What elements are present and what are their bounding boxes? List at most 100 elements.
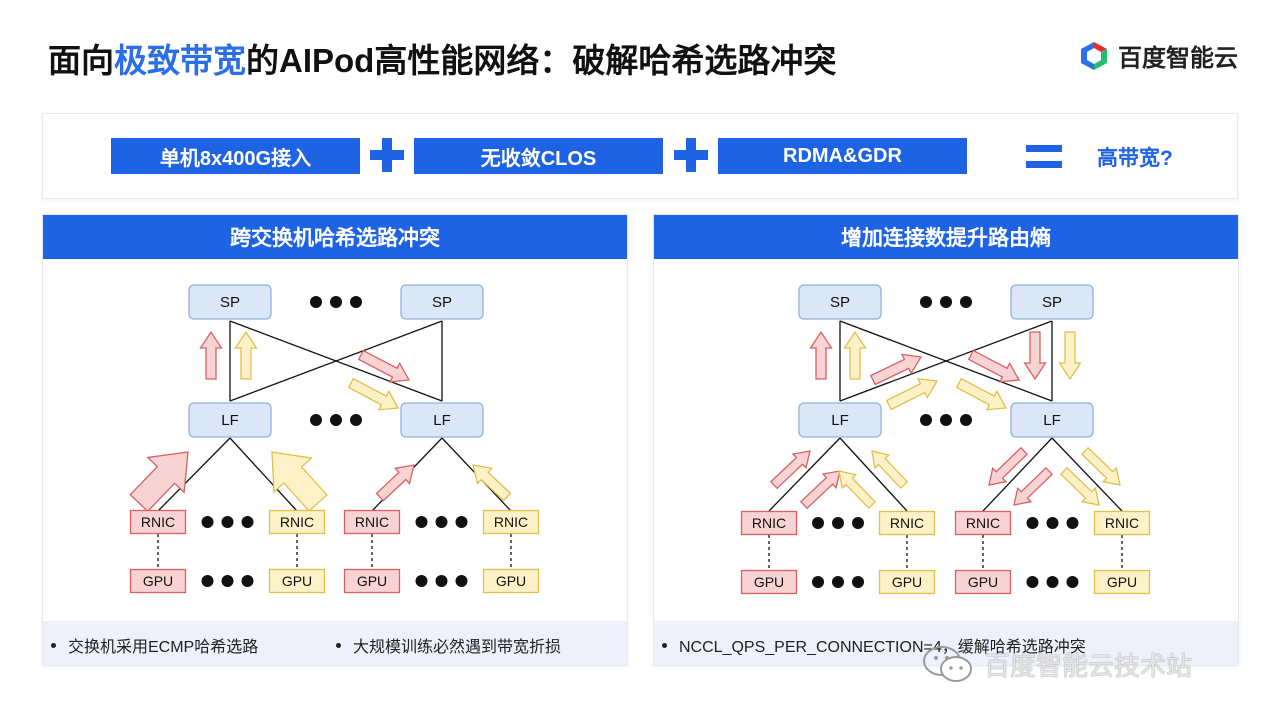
yellow-flow-arrow: [885, 378, 939, 411]
ellipsis-dots: [812, 576, 864, 588]
leaf-switch: LF: [1010, 402, 1094, 438]
nodes: SP SP LF LF RNIC RNIC RNIC RNIC GPU GPU GPU GPU: [129, 284, 540, 594]
gpu-red: GPU: [129, 568, 187, 594]
yellow-flow-arrow: [234, 330, 258, 380]
ellipsis-dots: [415, 516, 468, 528]
ellipsis-dots: [201, 575, 254, 587]
gpu-yellow: GPU: [1093, 569, 1151, 595]
spine-switch-label: SP: [220, 294, 240, 311]
red-flow-arrow: [199, 330, 223, 380]
rnic-yellow-label: RNIC: [494, 514, 528, 530]
rnic-yellow: RNIC: [1093, 510, 1151, 536]
yellow-flow-arrow: [838, 470, 877, 510]
ellipsis-dots: [920, 414, 972, 426]
gpu-yellow-label: GPU: [496, 573, 526, 589]
bandwidth-formula: 单机8x400G接入 无收敛CLOS RDMA&GDR 高带宽?: [42, 113, 1238, 199]
bullet-text: NCCL_QPS_PER_CONNECTION=4，缓解哈希选路冲突: [679, 639, 1086, 656]
ellipsis-dots: [920, 296, 972, 308]
gpu-yellow-label: GPU: [1107, 574, 1137, 590]
rnic-red: RNIC: [343, 509, 401, 535]
leaf-switch-label: LF: [433, 412, 451, 429]
yellow-flow-arrow: [472, 464, 512, 502]
gpu-red: GPU: [954, 569, 1012, 595]
leaf-switch: LF: [798, 402, 882, 438]
rnic-red-label: RNIC: [966, 515, 1000, 531]
left-panel-notes: 交换机采用ECMP哈希选路 大规模训练必然遇到带宽折损: [43, 621, 627, 665]
left-panel: 跨交换机哈希选路冲突 SP SP LF LF RNIC RNIC RNIC RNIC GPU GP…: [42, 214, 628, 666]
rnic-red-label: RNIC: [355, 514, 389, 530]
red-flow-arrow: [375, 464, 415, 502]
flow-arrows: [769, 330, 1121, 510]
yellow-flow-arrow: [347, 377, 400, 411]
rnic-yellow: RNIC: [268, 509, 326, 535]
left-panel-heading: 跨交换机哈希选路冲突: [43, 215, 627, 259]
ellipsis-dots: [415, 575, 468, 587]
red-flow-arrow: [1023, 331, 1047, 381]
leaf-switch-label: LF: [221, 412, 239, 429]
right-topology-diagram: SP SP LF LF RNIC RNIC RNIC RNIC GPU GPU GPU GPU: [740, 284, 1151, 595]
rnic-red: RNIC: [954, 510, 1012, 536]
title-highlight: 极致带宽: [114, 42, 246, 79]
term-access: 单机8x400G接入: [111, 138, 360, 174]
yellow-flow-arrow: [871, 450, 909, 490]
rnic-yellow-label: RNIC: [280, 514, 314, 530]
bullet-item: 大规模训练必然遇到带宽折损: [336, 633, 561, 657]
spine-switch: SP: [400, 284, 484, 320]
gpu-yellow: GPU: [878, 569, 936, 595]
red-flow-arrow: [129, 451, 189, 513]
watermark: 百度智能云技术站: [920, 644, 1192, 684]
title-prefix: 面向: [48, 42, 114, 79]
gpu-yellow-label: GPU: [892, 574, 922, 590]
rnic-yellow-label: RNIC: [890, 515, 924, 531]
red-flow-arrow: [988, 446, 1029, 486]
spine-switch: SP: [798, 284, 882, 320]
rnic-yellow-label: RNIC: [1105, 515, 1139, 531]
pcie-links: [768, 535, 1123, 570]
gpu-red: GPU: [740, 569, 798, 595]
yellow-flow-arrow: [1059, 466, 1100, 506]
rnic-yellow: RNIC: [482, 509, 540, 535]
spine-switch: SP: [188, 284, 272, 320]
rnic-red: RNIC: [740, 510, 798, 536]
gpu-red-label: GPU: [357, 573, 387, 589]
spine-switch-label: SP: [1042, 294, 1062, 311]
ellipsis-dots: [1026, 517, 1079, 529]
pcie-links: [157, 534, 512, 569]
red-flow-arrow: [799, 470, 841, 510]
bullet-item: 交换机采用ECMP哈希选路: [51, 633, 258, 657]
links: [157, 320, 512, 512]
rnic-red-label: RNIC: [752, 515, 786, 531]
links: [768, 320, 1123, 512]
plus-icon: [370, 138, 404, 172]
yellow-flow-arrow: [1058, 331, 1082, 381]
rnic-yellow: RNIC: [878, 510, 936, 536]
leaf-switch-label: LF: [831, 412, 849, 429]
spine-switch-label: SP: [432, 294, 452, 311]
gpu-red-label: GPU: [968, 574, 998, 590]
title-suffix: 的AIPod高性能网络：破解哈希选路冲突: [246, 42, 837, 79]
red-flow-arrow: [769, 450, 811, 490]
red-flow-arrow: [869, 353, 923, 386]
gpu-red: GPU: [343, 568, 401, 594]
bullet-text: 大规模训练必然遇到带宽折损: [353, 639, 562, 656]
gpu-yellow: GPU: [268, 568, 326, 594]
plus-icon: [674, 138, 708, 172]
equals-icon: [1026, 145, 1062, 169]
term-rdma: RDMA&GDR: [718, 138, 967, 174]
cloud-cube-icon: [1081, 41, 1107, 70]
right-panel-heading: 增加连接数提升路由熵: [654, 215, 1238, 259]
yellow-flow-arrow: [271, 451, 328, 512]
ellipsis-dots: [812, 517, 864, 529]
gpu-yellow-label: GPU: [282, 573, 312, 589]
red-flow-arrow: [809, 330, 833, 380]
nodes: SP SP LF LF RNIC RNIC RNIC RNIC GPU GPU GPU GPU: [740, 284, 1151, 595]
ellipsis-dots: [201, 516, 254, 528]
brand-logo: 百度智能云: [1078, 38, 1238, 73]
leaf-switch: LF: [400, 402, 484, 438]
rnic-red-label: RNIC: [141, 514, 175, 530]
leaf-switch: LF: [188, 402, 272, 438]
spine-switch: SP: [1010, 284, 1094, 320]
rnic-red: RNIC: [129, 509, 187, 535]
red-flow-arrow: [357, 349, 411, 383]
page-title: 面向极致带宽的AIPod高性能网络：破解哈希选路冲突: [48, 34, 836, 82]
